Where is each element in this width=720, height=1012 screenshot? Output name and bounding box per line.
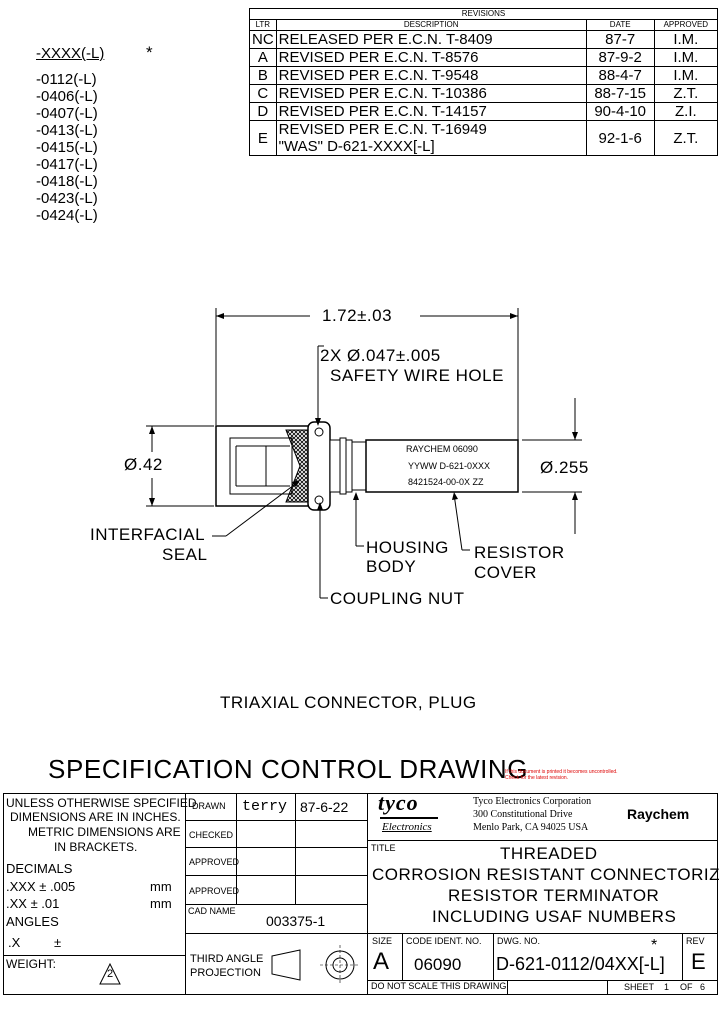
code-ident-label: CODE IDENT. NO. bbox=[406, 936, 482, 946]
rev-approved: I.M. bbox=[653, 30, 719, 49]
tolerance-line-1: UNLESS OTHERWISE SPECIFIED bbox=[6, 796, 197, 810]
resistor-callout-2: COVER bbox=[474, 563, 537, 582]
uncontrolled-note: If this document is printed it becomes u… bbox=[505, 769, 618, 781]
raychem-logo: Raychem bbox=[627, 806, 690, 822]
part-number-star: * bbox=[146, 43, 154, 62]
approved2-label: APPROVED bbox=[189, 886, 240, 896]
rev-approved: Z.T. bbox=[653, 120, 719, 156]
title-line-2: CORROSION RESISTANT CONNECTORIZED, bbox=[372, 865, 720, 884]
rev-desc: REVISED PER E.C.N. T-9548 bbox=[275, 66, 587, 85]
angle-pm: ± bbox=[54, 935, 62, 950]
electronics-logo: Electronics bbox=[382, 821, 432, 833]
dwg-star: * bbox=[651, 937, 658, 954]
title-line-3: RESISTOR TERMINATOR bbox=[448, 886, 660, 905]
left-diameter: Ø.42 bbox=[124, 455, 163, 474]
rev-desc-was: "WAS" D-621-XXXX[-L] bbox=[278, 138, 435, 155]
company-address: 300 Constitutional Drive bbox=[473, 809, 573, 820]
main-title: SPECIFICATION CONTROL DRAWING bbox=[48, 754, 529, 784]
tyco-logo: tyco bbox=[378, 790, 419, 815]
weight-label: WEIGHT: bbox=[6, 957, 56, 971]
projection-line-1: THIRD ANGLE bbox=[190, 953, 264, 965]
projection-line-2: PROJECTION bbox=[190, 967, 261, 979]
seal-callout-2: SEAL bbox=[162, 545, 208, 564]
rev-desc: REVISED PER E.C.N. T-16949 bbox=[278, 121, 487, 138]
seal-callout-1: INTERFACIAL bbox=[90, 525, 206, 544]
rev-row: E REVISED PER E.C.N. T-16949 "WAS" D-621… bbox=[249, 120, 719, 156]
part-number-item: -0418(-L) bbox=[36, 173, 98, 190]
code-ident: 06090 bbox=[414, 955, 462, 974]
size-label: SIZE bbox=[372, 936, 393, 946]
rev-desc: REVISED PER E.C.N. T-14157 bbox=[275, 102, 587, 121]
xxx-tolerance: .XXX ± .005 bbox=[6, 879, 76, 894]
dwg-number: D-621-0112/04XX[-L] bbox=[496, 954, 665, 974]
part-number-item: -0406(-L) bbox=[36, 88, 98, 105]
angle-x: .X bbox=[8, 935, 21, 950]
drawn-by: terry bbox=[242, 798, 288, 815]
hole-dimension: 2X Ø.047±.005 bbox=[320, 346, 441, 365]
part-number-item: -0423(-L) bbox=[36, 190, 98, 207]
title-line-4: INCLUDING USAF NUMBERS bbox=[432, 907, 677, 926]
rev-row: A REVISED PER E.C.N. T-8576 87-9-2 I.M. bbox=[249, 48, 719, 67]
part-number-item: -0112(-L) bbox=[36, 71, 97, 88]
marking-line-2: YYWW D-621-0XXX bbox=[408, 461, 491, 471]
cad-name-label: CAD NAME bbox=[188, 906, 236, 916]
part-number-item: -0424(-L) bbox=[36, 207, 98, 224]
rev-approved: I.M. bbox=[653, 48, 719, 67]
xx-tolerance: .XX ± .01 bbox=[6, 896, 60, 911]
rev-desc: RELEASED PER E.C.N. T-8409 bbox=[275, 30, 587, 49]
length-dimension: 1.72±.03 bbox=[318, 307, 397, 324]
xx-mm: mm bbox=[150, 896, 172, 911]
marking-line-1: RAYCHEM 06090 bbox=[406, 444, 478, 454]
title-label: TITLE bbox=[371, 843, 396, 853]
tolerance-line-4: IN BRACKETS. bbox=[54, 840, 138, 854]
rev-date: 87-9-2 bbox=[585, 48, 655, 67]
drawn-date: 87-6-22 bbox=[300, 799, 349, 815]
rev-row: D REVISED PER E.C.N. T-14157 90-4-10 Z.I… bbox=[249, 102, 719, 121]
rev-ltr: E bbox=[249, 120, 277, 156]
tolerance-line-3: METRIC DIMENSIONS ARE bbox=[28, 825, 181, 839]
part-number-item: -0417(-L) bbox=[36, 156, 98, 173]
angles-label: ANGLES bbox=[6, 914, 59, 929]
cad-name: 003375-1 bbox=[266, 913, 326, 929]
hole-label: SAFETY WIRE HOLE bbox=[330, 366, 504, 385]
company-city: Menlo Park, CA 94025 USA bbox=[473, 822, 589, 833]
dwg-no-label: DWG. NO. bbox=[497, 936, 540, 946]
marking-line-3: 8421524-00-0X ZZ bbox=[408, 477, 484, 487]
no-scale-note: DO NOT SCALE THIS DRAWING bbox=[371, 981, 507, 991]
housing-callout-1: HOUSING bbox=[366, 538, 449, 557]
decimals-label: DECIMALS bbox=[6, 861, 73, 876]
company-name: Tyco Electronics Corporation bbox=[473, 796, 592, 807]
rev-row: B REVISED PER E.C.N. T-9548 88-4-7 I.M. bbox=[249, 66, 719, 85]
part-number-item: -0415(-L) bbox=[36, 139, 98, 156]
drawn-label: DRAWN bbox=[192, 801, 226, 811]
housing-callout-2: BODY bbox=[366, 557, 417, 576]
sheet-number: 1 bbox=[664, 982, 670, 992]
size-value: A bbox=[373, 948, 390, 975]
rev-date: 92-1-6 bbox=[585, 120, 655, 156]
rev-date: 88-7-15 bbox=[585, 84, 655, 103]
rev-value: E bbox=[691, 949, 706, 974]
rev-desc: REVISED PER E.C.N. T-10386 bbox=[275, 84, 587, 103]
view-title: TRIAXIAL CONNECTOR, PLUG bbox=[220, 693, 477, 712]
title-line-1: THREADED bbox=[500, 844, 598, 863]
rev-approved: Z.I. bbox=[653, 102, 719, 121]
of-label: OF bbox=[680, 982, 693, 992]
weight-symbol: 2 bbox=[107, 968, 114, 980]
approved-label: APPROVED bbox=[189, 857, 240, 867]
part-number-item: -0413(-L) bbox=[36, 122, 98, 139]
part-number-header: -XXXX(-L) bbox=[36, 45, 105, 62]
tolerance-line-2: DIMENSIONS ARE IN INCHES. bbox=[10, 810, 181, 824]
checked-label: CHECKED bbox=[189, 830, 234, 840]
revisions-table: REVISIONS LTR DESCRIPTION DATE APPROVED … bbox=[249, 8, 719, 156]
xxx-mm: mm bbox=[150, 879, 172, 894]
nut-callout: COUPLING NUT bbox=[330, 589, 465, 608]
resistor-callout-1: RESISTOR bbox=[474, 543, 565, 562]
sheet-total: 6 bbox=[700, 982, 706, 992]
rev-label: REV bbox=[686, 936, 705, 946]
right-diameter: Ø.255 bbox=[540, 458, 589, 477]
part-number-item: -0407(-L) bbox=[36, 105, 98, 122]
rev-row: NC RELEASED PER E.C.N. T-8409 87-7 I.M. bbox=[249, 30, 719, 49]
sheet-label: SHEET bbox=[624, 982, 655, 992]
